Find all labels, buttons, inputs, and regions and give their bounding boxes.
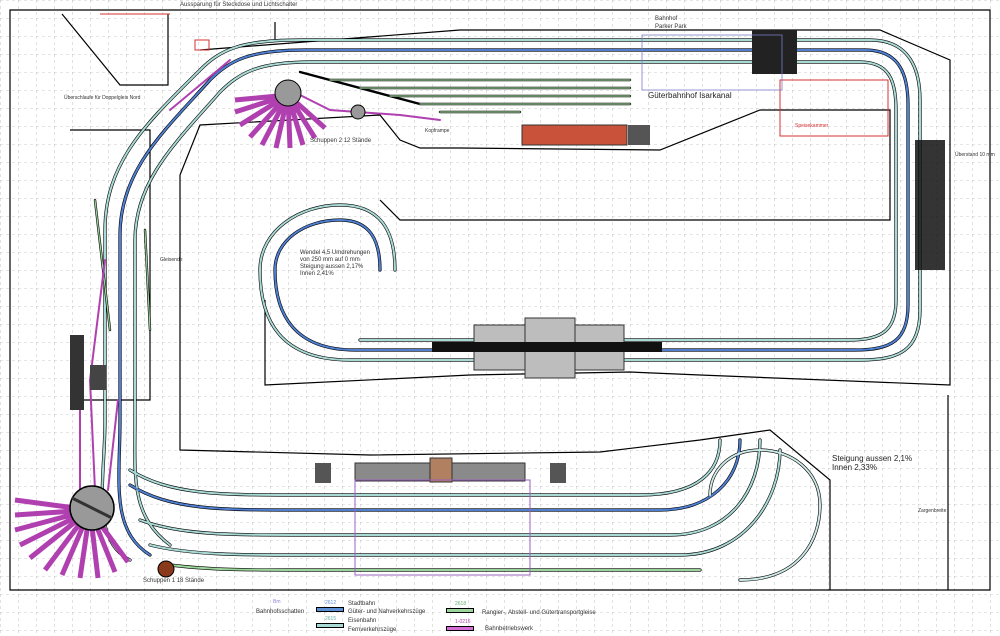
speisekammer-outline [779,79,889,137]
label-left-small: Gleisende [160,257,183,263]
legend-label: Eisenbahn [348,618,377,624]
legend-code: 2612 [325,600,337,606]
room-outline [9,9,991,591]
wendel-line-3: Steigung aussen 2,17% [300,264,364,270]
label-right-note: Überstand 10 mm [955,152,995,158]
label-speisekammer: Speisekammer [795,123,829,129]
legend-label: Fernverkehrszüge [348,627,397,633]
socket-cutout [194,39,210,51]
legend-swatch-rangier [446,608,474,613]
turntable-2 [234,79,366,149]
legend-label: Bahnhofsschatten [256,609,305,615]
label-door: Zargenbreite [918,508,947,514]
label-kopframpe: Kopframpe [425,128,450,134]
title: Aussparung für Steckdose und Lichtschalt… [180,2,298,8]
legend-label: Stadtbahn [348,601,376,607]
legend-swatch-eisenbahn [316,623,344,628]
steigung-line-2: Innen 2,33% [832,463,877,472]
legend-code: 2615 [325,616,337,622]
turntable-1 [14,485,131,579]
label-bahnhof-name: Parker Park [655,24,687,30]
wendel-line-2: von 250 mm auf 0 mm [300,257,360,263]
wendel-line-4: Innen 2,41% [300,271,334,277]
label-gueterbahnhof: Güterbahnhof Isarkanal [648,91,732,100]
wendel-line-1: Wendel 4,5 Umdrehungen [300,250,370,256]
steigung-line-1: Steigung aussen 2,1% [832,454,913,463]
stations [70,30,945,576]
legend-label: Güter- und Nahverkehrszüge [348,609,426,615]
main-tracks [79,38,922,582]
legend-swatch-stadtbahn [316,607,344,612]
label-left-note: Überschlaufe für Doppelgleis Nord [64,95,141,101]
label-schuppen-2: Schuppen 2 12 Stände [310,138,372,144]
legend-code: 1-0216 [455,619,471,625]
legend-label: Rangier-, Abstell- und Gütertransportgle… [482,610,596,616]
legend-code: Bm [273,599,281,605]
label-bahnhof: Bahnhof [655,16,678,22]
schuppen-1-icon [157,560,175,578]
label-schuppen-1: Schuppen 1 18 Stände [143,578,205,584]
legend-code: 2618 [455,601,467,607]
legend-label: Bahnbetriebswerk [485,626,534,632]
legend-swatch-bahnbetriebswerk [446,626,474,631]
